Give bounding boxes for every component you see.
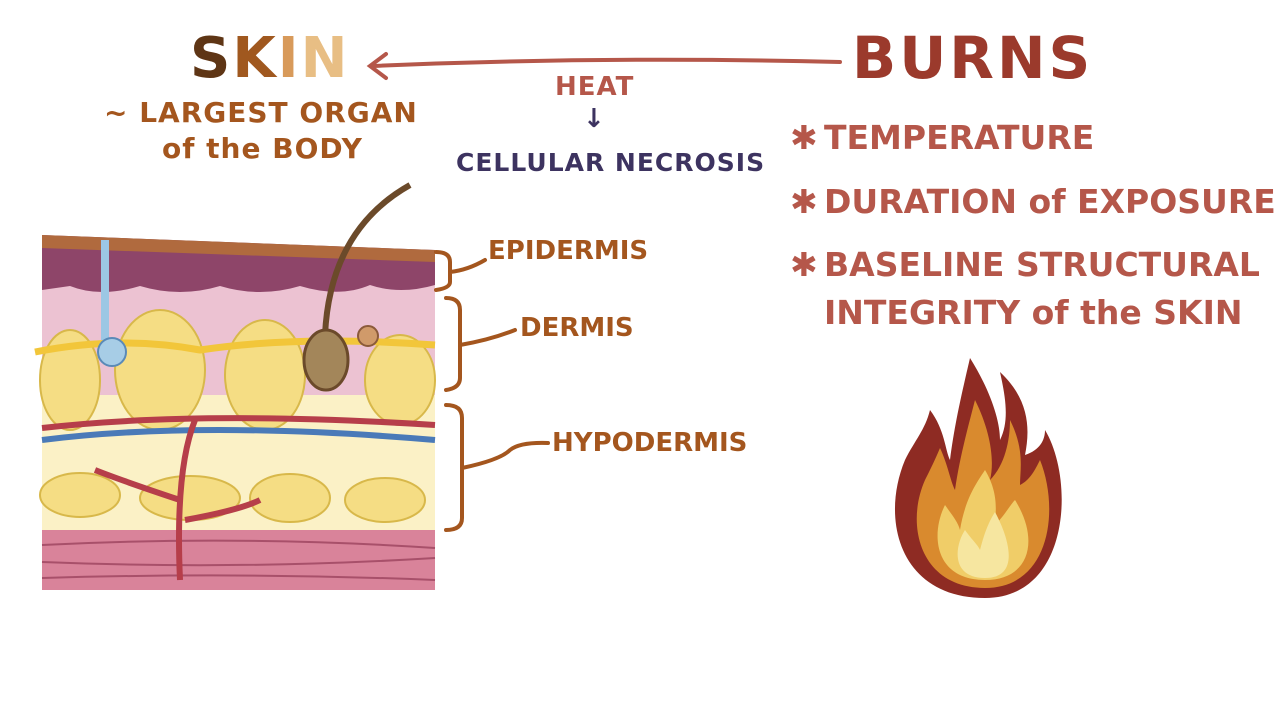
asterisk-icon: ✱ <box>790 118 818 157</box>
skin-subtitle-line2: of the BODY <box>162 132 363 165</box>
asterisk-icon: ✱ <box>790 245 818 284</box>
hair-shaft <box>322 182 412 336</box>
factor-text: BASELINE STRUCTURAL <box>824 245 1260 284</box>
factor-item-continuation: INTEGRITY of the SKIN <box>824 293 1243 332</box>
cellular-necrosis-label: CELLULAR NECROSIS <box>456 148 766 177</box>
burns-title: BURNS <box>852 24 1094 92</box>
factor-text: TEMPERATURE <box>824 118 1095 157</box>
factor-item: ✱BASELINE STRUCTURAL <box>790 245 1260 284</box>
skin-title-letter: K <box>232 26 278 91</box>
epidermis-label: EPIDERMIS <box>488 236 649 266</box>
flame-icon <box>894 358 1062 598</box>
down-arrow-icon: ↓ <box>583 104 606 134</box>
muscle-layer <box>42 530 435 590</box>
skin-title-letter: N <box>300 26 350 91</box>
hair-follicle <box>302 328 350 392</box>
layer-brackets <box>434 250 550 532</box>
skin-title-letter: I <box>277 26 301 91</box>
hypodermis-label: HYPODERMIS <box>552 428 748 458</box>
dermis-label: DERMIS <box>520 313 634 343</box>
asterisk-icon: ✱ <box>790 182 818 221</box>
factor-item: ✱DURATION of EXPOSURE <box>790 182 1276 221</box>
burns-to-skin-arrow <box>366 52 842 80</box>
factor-item: ✱TEMPERATURE <box>790 118 1094 157</box>
factor-text: DURATION of EXPOSURE <box>824 182 1276 221</box>
skin-cross-section <box>34 182 436 590</box>
heat-label: HEAT <box>555 72 635 102</box>
skin-subtitle-line1: ~ LARGEST ORGAN <box>104 96 418 129</box>
skin-title-letter: S <box>190 26 233 91</box>
skin-title: SKIN <box>190 26 349 91</box>
